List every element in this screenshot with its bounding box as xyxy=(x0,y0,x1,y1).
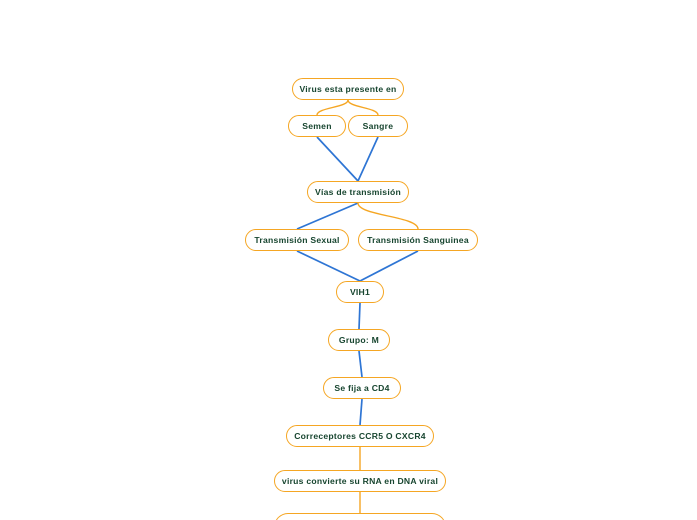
mindmap-node[interactable]: virus convierte su RNA en DNA viral xyxy=(274,470,446,492)
mindmap-node-label: Virus esta presente en xyxy=(299,83,397,94)
mindmap-node[interactable]: Correceptores CCR5 O CXCR4 xyxy=(286,425,434,447)
mindmap-edge xyxy=(357,202,419,230)
mindmap-edge xyxy=(359,250,419,282)
mindmap-node[interactable]: Transmisión Sexual xyxy=(245,229,349,251)
mindmap-node-label: Grupo: M xyxy=(338,334,380,345)
mindmap-node[interactable]: Se fija a CD4 xyxy=(323,377,401,399)
mindmap-node[interactable]: Sangre xyxy=(348,115,408,137)
mindmap-node-label: Transmisión Sexual xyxy=(254,234,340,245)
mindmap-node-label: Se fija a CD4 xyxy=(334,382,390,393)
mindmap-edge xyxy=(347,99,379,116)
mindmap-node-label: Correceptores CCR5 O CXCR4 xyxy=(294,430,426,441)
mindmap-node-label: Sangre xyxy=(362,120,394,131)
mindmap-node-label: virus convierte su RNA en DNA viral xyxy=(281,475,439,486)
mindmap-node-label: VIH1 xyxy=(349,286,371,297)
mindmap-node[interactable]: Grupo: M xyxy=(328,329,390,351)
mindmap-node[interactable]: Virus esta presente en xyxy=(292,78,404,100)
mindmap-edge xyxy=(357,136,379,182)
mindmap-node[interactable]: Transmisión Sanguinea xyxy=(358,229,478,251)
mindmap-edge xyxy=(316,99,349,116)
mindmap-edge xyxy=(296,202,359,230)
mindmap-node[interactable]: VIH1 xyxy=(336,281,384,303)
mindmap-node-label: Transmisión Sanguinea xyxy=(367,234,469,245)
mindmap-edge xyxy=(316,136,359,182)
mindmap-edge xyxy=(358,302,361,330)
mindmap-node-label: Semen xyxy=(302,120,332,131)
mindmap-edge xyxy=(296,250,361,282)
mindmap-node[interactable]: Vías de transmisión xyxy=(307,181,409,203)
mindmap-edge xyxy=(359,398,363,426)
mindmap-node[interactable]: Semen xyxy=(288,115,346,137)
mindmap-node-label: Vías de transmisión xyxy=(315,186,401,197)
mindmap-node[interactable] xyxy=(274,513,446,520)
mindmap-edge xyxy=(358,350,363,378)
